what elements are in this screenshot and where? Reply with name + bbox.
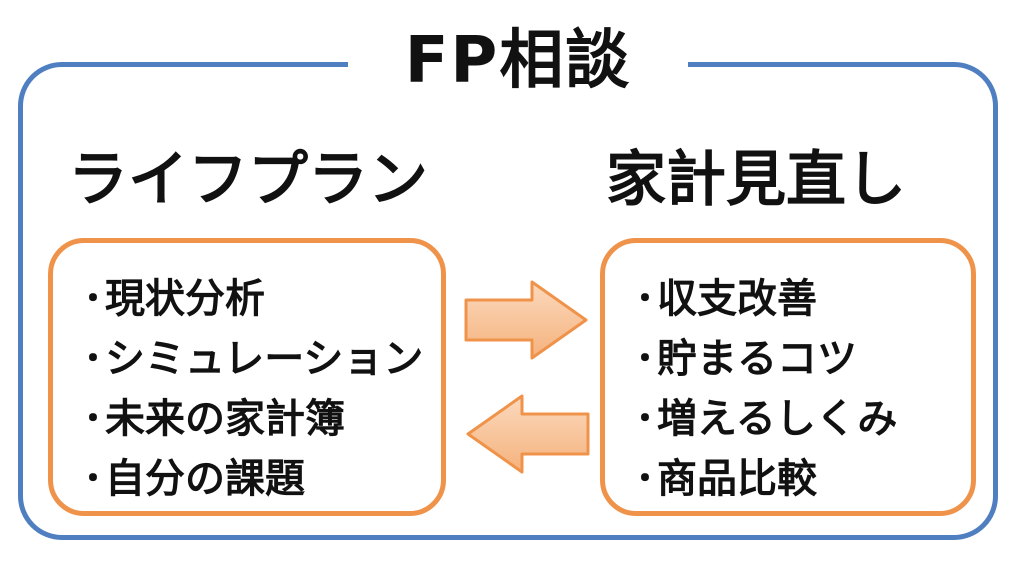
bullet: ･: [83, 276, 103, 322]
list-item-label: 自分の課題: [105, 456, 305, 502]
list-item-label: 未来の家計簿: [105, 396, 345, 442]
bullet: ･: [83, 336, 103, 382]
arrow-right-icon: [464, 280, 588, 360]
household-review-heading: 家計見直し: [606, 145, 906, 215]
list-item-label: 貯まるコツ: [657, 336, 857, 382]
list-item: ･未来の家計簿: [83, 389, 441, 449]
list-item-label: 現状分析: [105, 276, 265, 322]
bullet: ･: [635, 276, 655, 322]
bullet: ･: [83, 456, 103, 502]
diagram-title: FP相談: [348, 18, 688, 104]
lifeplan-box: ･現状分析 ･シミュレーション ･未来の家計簿 ･自分の課題: [48, 238, 446, 516]
list-item: ･収支改善: [635, 269, 971, 329]
lifeplan-heading: ライフプラン: [68, 145, 428, 215]
bullet: ･: [83, 396, 103, 442]
household-review-box: ･収支改善 ･貯まるコツ ･増えるしくみ ･商品比較: [600, 238, 976, 516]
bullet: ･: [635, 396, 655, 442]
bullet: ･: [635, 336, 655, 382]
list-item: ･シミュレーション: [83, 329, 441, 389]
list-item: ･商品比較: [635, 449, 971, 509]
list-item: ･現状分析: [83, 269, 441, 329]
household-review-list: ･収支改善 ･貯まるコツ ･増えるしくみ ･商品比較: [635, 269, 971, 509]
list-item-label: 収支改善: [657, 276, 817, 322]
list-item: ･増えるしくみ: [635, 389, 971, 449]
list-item: ･自分の課題: [83, 449, 441, 509]
list-item: ･貯まるコツ: [635, 329, 971, 389]
list-item-label: シミュレーション: [105, 336, 424, 382]
list-item-label: 増えるしくみ: [657, 396, 898, 442]
bullet: ･: [635, 456, 655, 502]
list-item-label: 商品比較: [657, 456, 817, 502]
arrow-left-icon: [466, 394, 590, 474]
lifeplan-list: ･現状分析 ･シミュレーション ･未来の家計簿 ･自分の課題: [83, 269, 441, 509]
